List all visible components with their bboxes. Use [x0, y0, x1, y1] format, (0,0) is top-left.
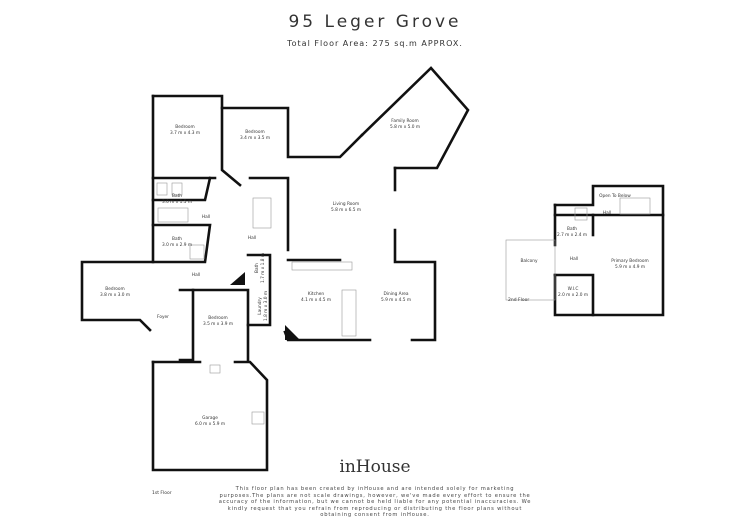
- room-bath-1: Bath: [172, 193, 182, 199]
- room-size: 5.8 m x 5.0 m: [390, 124, 420, 130]
- page-title: 95 Leger Grove: [288, 12, 462, 32]
- floor-label-first: 1st Floor: [152, 490, 172, 496]
- wall-fill: [285, 325, 300, 340]
- room-dining: Dining Area: [383, 291, 408, 297]
- first-floor-fixtures: [156, 182, 357, 425]
- room-hall-1: Hall: [202, 214, 210, 220]
- room-bedroom-4: Bedroom: [208, 315, 227, 321]
- room-primary-bedroom: Primary Bedroom: [611, 258, 648, 264]
- floor-area: Total Floor Area: 275 sq.m APPROX.: [287, 39, 463, 48]
- room-hall-5: Hall: [570, 256, 578, 262]
- room-size: 2.0 m x 2.0 m: [558, 292, 588, 298]
- room-hall-3: Hall: [192, 272, 200, 278]
- room-balcony: Balcony: [520, 258, 537, 264]
- room-hall-4: Hall: [603, 210, 611, 216]
- room-size: 5.9 m x 4.5 m: [381, 297, 411, 303]
- room-open-to-below: Open To Below: [599, 193, 631, 199]
- room-size: 1.8 m x 3.0 m: [263, 291, 269, 321]
- room-size: 3.8 m x 3.0 m: [100, 292, 130, 298]
- room-family: Family Room: [391, 118, 418, 124]
- room-bedroom-3: Bedroom: [105, 286, 124, 292]
- disclaimer-text: This floor plan has been created by inHo…: [218, 486, 532, 518]
- room-size: 3.0 m x 1.5 m: [162, 199, 192, 205]
- room-size: 5.8 m x 6.5 m: [331, 207, 361, 213]
- room-size: 3.5 m x 3.9 m: [203, 321, 233, 327]
- room-bedroom-2: Bedroom: [245, 129, 264, 135]
- room-size: 1.7 m x 1.8 m: [260, 253, 266, 283]
- first-floor-walls: [80, 66, 470, 472]
- room-size: 3.0 m x 2.9 m: [162, 242, 192, 248]
- room-size: 5.9 m x 4.9 m: [615, 264, 645, 270]
- room-bath-3: Bath: [254, 263, 260, 273]
- floor-label-second: 2nd Floor: [508, 297, 529, 303]
- room-wic: W.I.C: [568, 286, 579, 292]
- room-living: Living Room: [333, 201, 359, 207]
- wall-fill: [230, 272, 245, 285]
- room-bath-2: Bath: [172, 236, 182, 242]
- room-kitchen: Kitchen: [308, 291, 324, 297]
- room-size: 4.1 m x 4.5 m: [301, 297, 331, 303]
- room-garage: Garage: [202, 415, 218, 421]
- room-hall-2: Hall: [248, 235, 256, 241]
- room-size: 3.4 m x 3.5 m: [240, 135, 270, 141]
- inhouse-logo: inHouse: [339, 457, 411, 477]
- room-bath-4: Bath: [567, 226, 577, 232]
- room-labels: Bedroom 3.7 m x 4.3 m Bedroom 3.4 m x 3.…: [100, 118, 649, 496]
- room-bedroom-1: Bedroom: [175, 124, 194, 130]
- room-size: 2.7 m x 2.4 m: [557, 232, 587, 238]
- room-laundry: Laundry: [257, 297, 263, 315]
- second-floor-walls: [505, 184, 665, 317]
- room-foyer: Foyer: [157, 314, 169, 320]
- room-size: 3.7 m x 4.3 m: [170, 130, 200, 136]
- room-size: 6.0 m x 5.9 m: [195, 421, 225, 427]
